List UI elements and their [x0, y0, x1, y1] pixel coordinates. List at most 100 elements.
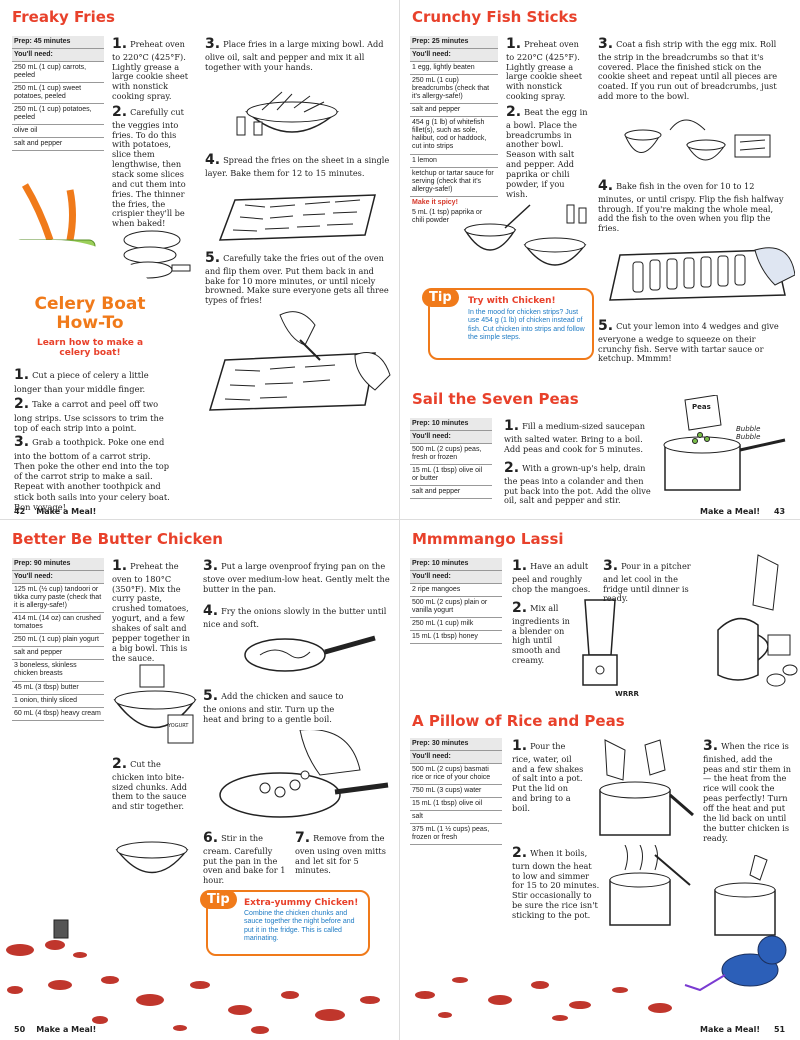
- youll-need-label: You'll need:: [410, 571, 502, 585]
- ingredient: 1 egg, lightly beaten: [410, 62, 498, 76]
- spread-divider-horizontal: [0, 519, 800, 520]
- fish-step-1: 1.Preheat oven to 220°C (425°F). Lightly…: [506, 36, 588, 102]
- ingredient: 375 mL (1 ½ cups) peas, frozen or fresh: [410, 824, 502, 846]
- dog-splatter-decoration: [415, 935, 787, 1021]
- step-text: Put a large ovenproof frying pan on the …: [203, 561, 390, 594]
- ingredient: 60 mL (4 tbsp) heavy cream: [12, 708, 104, 721]
- step-number: 5.: [203, 688, 219, 704]
- step-number: 1.: [14, 367, 30, 383]
- pot-of-peas-illustration: [663, 395, 786, 491]
- fries-step-4: 4.Spread the fries on the sheet in a sin…: [205, 152, 390, 179]
- celery-step-3: 3.Grab a toothpick. Poke one end into th…: [14, 434, 174, 512]
- step-number: 4.: [598, 178, 614, 194]
- ingredient: 500 mL (2 cups) basmati rice or rice of …: [410, 764, 502, 786]
- butter-chicken-title: Better Be Butter Chicken: [12, 530, 223, 548]
- step-number: 1.: [112, 558, 128, 574]
- tip-text: Combine the chicken chunks and sauce tog…: [244, 910, 355, 943]
- youll-need-label: You'll need:: [12, 571, 104, 585]
- page-51: Mmmmango Lassi Prep: 10 minutes You'll n…: [400, 520, 800, 1040]
- sauce-bowl-illustration: [113, 664, 197, 744]
- step-number: 3.: [603, 558, 619, 574]
- step-number: 1.: [504, 418, 520, 434]
- step-number: 3.: [598, 36, 614, 52]
- step-number: 6.: [203, 830, 219, 846]
- chicken-bowl-illustration: [115, 841, 189, 874]
- pan-with-sauce-illustration: [219, 730, 389, 818]
- ingredient: 250 mL (1 cup) carrots, peeled: [12, 62, 104, 84]
- lassi-title: Mmmmango Lassi: [412, 530, 564, 548]
- ingredient: 250 mL (1 cup) potatoes, peeled: [12, 104, 104, 126]
- step-text: Beat the egg in a bowl. Place the breadc…: [506, 107, 588, 199]
- yogurt-label: YOGURT: [168, 723, 189, 729]
- page-42: Freaky Fries Prep: 45 minutes You'll nee…: [0, 0, 400, 520]
- cut-potato-illustration: [123, 230, 191, 279]
- prep-time: Prep: 90 minutes: [12, 558, 104, 572]
- prep-time: Prep: 25 minutes: [410, 36, 498, 50]
- step-text: Carefully take the fries out of the oven…: [205, 253, 389, 306]
- ingredient: 500 mL (2 cups) plain or vanilla yogurt: [410, 597, 502, 619]
- page-50: Better Be Butter Chicken Prep: 90 minute…: [0, 520, 400, 1040]
- page-number: 43: [773, 507, 786, 516]
- step-text: Spread the fries on the sheet in a singl…: [205, 155, 390, 178]
- sauce-splatter-decoration: [6, 919, 380, 1034]
- rice-ingredients: Prep: 30 minutes You'll need: 500 mL (2 …: [410, 738, 502, 846]
- step-text: Grab a toothpick. Poke one end into the …: [14, 437, 170, 512]
- egg-bowls-illustration: [463, 204, 587, 266]
- ingredient: 750 mL (3 cups) water: [410, 785, 502, 799]
- step-number: 5.: [205, 250, 221, 266]
- frying-pan-onions-illustration: [244, 635, 376, 672]
- ingredient: ketchup or tartar sauce for serving (che…: [410, 168, 498, 197]
- celery-boat-title-line1: Celery Boat: [34, 294, 146, 314]
- ingredient: 414 mL (14 oz) can crushed tomatoes: [12, 613, 104, 635]
- fish-tip-box: Tip Try with Chicken! In the mood for ch…: [422, 288, 594, 360]
- step-text: Cut a piece of celery a little longer th…: [14, 370, 149, 395]
- page-number: 50: [14, 1025, 26, 1034]
- fries-step-3: 3.Place fries in a large mixing bowl. Ad…: [205, 36, 390, 72]
- celery-boat-title-line2: How-To: [56, 312, 124, 333]
- prep-time: Prep: 10 minutes: [410, 418, 492, 432]
- tip-badge: Tip: [200, 890, 237, 909]
- ingredient: salt: [410, 811, 502, 825]
- celery-boat-title: Celery Boat How-To: [10, 295, 170, 332]
- step-number: 7.: [295, 830, 311, 846]
- ingredient: 15 mL (1 tbsp) honey: [410, 631, 502, 645]
- celery-step-2: 2.Take a carrot and peel off two long st…: [14, 396, 174, 433]
- ingredient: 15 mL (1 tbsp) olive oil: [410, 798, 502, 812]
- ingredient: 250 mL (1 cup) breadcrumbs (check that i…: [410, 75, 498, 105]
- chicken-tip-box: Tip Extra-yummy Chicken! Combine the chi…: [200, 890, 370, 956]
- pitcher-illustration: [717, 554, 798, 687]
- flipping-fries-illustration: [208, 311, 391, 411]
- step-text: Bake fish in the oven for 10 to 12 minut…: [598, 181, 784, 234]
- lassi-ingredients: Prep: 10 minutes You'll need: 2 ripe man…: [410, 558, 502, 645]
- section-label: Make a Meal!: [700, 1025, 761, 1034]
- step-number: 3.: [703, 738, 719, 754]
- chicken-step-2: 2.Cut the chicken into bite-sized chunks…: [112, 756, 192, 812]
- ingredient: salt and pepper: [410, 486, 492, 500]
- chicken-step-7: 7.Remove from the oven using oven mitts …: [295, 830, 390, 876]
- fries-on-sheet-illustration: [218, 194, 376, 241]
- bubble-text: Bubble Bubble: [736, 425, 761, 441]
- fish-sticks-ingredients: Prep: 25 minutes You'll need: 1 egg, lig…: [410, 36, 498, 227]
- rice-step-1: 1.Pour the rice, water, oil and a few sh…: [512, 738, 584, 814]
- step-number: 2.: [512, 845, 528, 861]
- step-number: 3.: [205, 36, 221, 52]
- blender-sound: WRRR: [615, 690, 639, 698]
- step-number: 2.: [14, 396, 30, 412]
- spicy-ingredient: 5 mL (1 tsp) paprika or chili powder: [412, 208, 483, 224]
- footer: Make a Meal! 51: [700, 1025, 785, 1034]
- step-text: Add the chicken and sauce to the onions …: [203, 691, 344, 724]
- step-text: Cut the chicken into bite-sized chunks. …: [112, 759, 187, 812]
- celery-boat-subtitle: Learn how to make a celery boat!: [36, 338, 144, 358]
- step-text: Stir in the cream. Carefully put the pan…: [203, 833, 286, 886]
- page-number: 51: [773, 1025, 786, 1034]
- ingredient: salt and pepper: [410, 104, 498, 118]
- rice-step-2: 2.When it boils, turn down the heat to l…: [512, 845, 602, 921]
- ingredient: 454 g (1 lb) of whitefish fillet(s), suc…: [410, 117, 498, 155]
- ingredient: 125 mL (½ cup) tandoori or tikka curry p…: [12, 584, 104, 614]
- step-number: 5.: [598, 318, 614, 334]
- rice-pot-illustration: [599, 739, 694, 836]
- step-number: 1.: [112, 36, 128, 52]
- step-number: 2.: [112, 104, 128, 120]
- peas-step-2: 2.With a grown-up's help, drain the peas…: [504, 460, 652, 506]
- youll-need-label: You'll need:: [12, 49, 104, 63]
